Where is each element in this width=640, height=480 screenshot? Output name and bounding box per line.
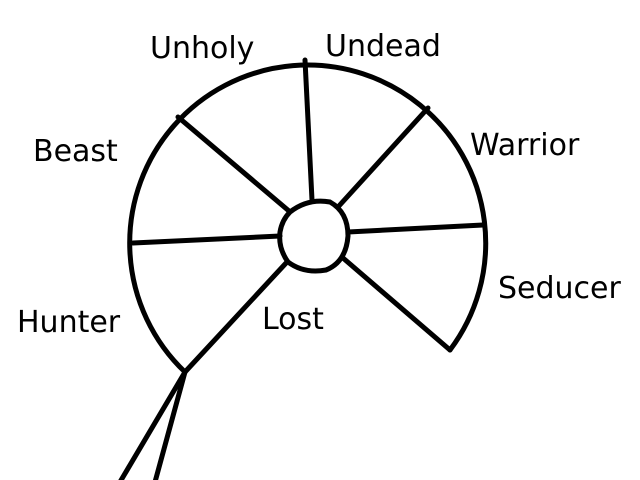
label-hunter: Hunter <box>17 305 121 340</box>
label-unholy: Unholy <box>150 31 254 66</box>
label-undead: Undead <box>325 29 441 64</box>
spoke-hunter-lost <box>182 259 290 375</box>
spoke-warrior-seducer <box>345 222 486 235</box>
center-circle <box>277 198 351 274</box>
tail-line-left <box>118 369 188 480</box>
spoke-beast-hunter <box>130 233 283 246</box>
tail-line-right <box>152 369 188 480</box>
spoke-beast-unholy <box>175 114 292 214</box>
spoke-seducer-end <box>340 255 453 353</box>
spoke-undead-warrior <box>335 105 431 210</box>
label-seducer: Seducer <box>498 271 622 306</box>
spoke-unholy-undead <box>302 57 315 203</box>
outer-arc <box>127 62 489 375</box>
label-warrior: Warrior <box>470 128 580 163</box>
label-beast: Beast <box>33 134 118 169</box>
label-lost: Lost <box>262 302 324 337</box>
